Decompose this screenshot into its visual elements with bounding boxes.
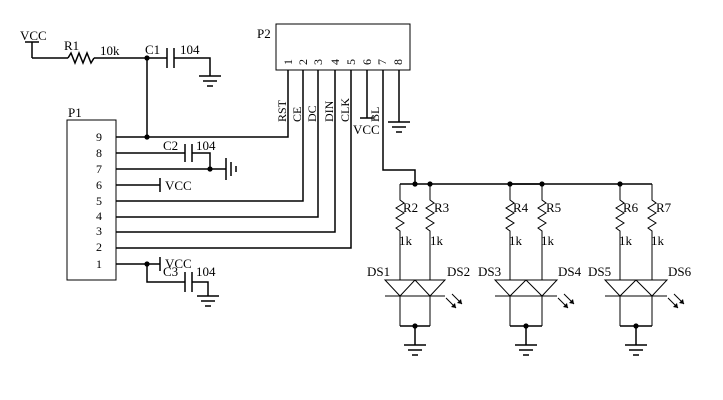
p2-signal-labels: RST CE DC DIN CLK BL	[275, 98, 382, 122]
vcc-symbol-top	[25, 41, 39, 58]
vcc-label-top: VCC	[20, 28, 47, 43]
r7-value: 1k	[651, 233, 665, 248]
p1-header	[66, 119, 117, 281]
p2-pin-7: 7	[375, 59, 389, 65]
ds2-ref: DS2	[447, 264, 470, 279]
c3-value: 104	[196, 264, 216, 279]
signal-rst: RST	[275, 99, 289, 122]
p1-pin-9: 9	[96, 130, 102, 144]
ds1-ref: DS1	[367, 264, 390, 279]
p1-pin-6: 6	[96, 178, 102, 192]
c2-ref: C2	[163, 138, 178, 153]
p1-pin-8: 8	[96, 146, 102, 160]
signal-ce: CE	[290, 107, 304, 122]
r1-resistor	[67, 50, 95, 66]
vcc-label-p2: VCC	[353, 122, 380, 137]
wire-ce	[116, 70, 304, 202]
signal-din: DIN	[322, 100, 336, 122]
ds6-ref: DS6	[668, 264, 692, 279]
wire-bl	[382, 70, 416, 184]
r2-value: 1k	[399, 233, 413, 248]
junction-c3	[144, 261, 150, 267]
p2-pin-8: 8	[391, 59, 405, 65]
r6-value: 1k	[619, 233, 633, 248]
r5-ref: R5	[546, 200, 561, 215]
r2-ref: R2	[403, 200, 418, 215]
c1-value: 104	[180, 42, 200, 57]
r1-value: 10k	[100, 43, 120, 58]
c1-capacitor	[166, 48, 175, 68]
ds3-ref: DS3	[478, 264, 501, 279]
r1-ref: R1	[64, 38, 79, 53]
p2-pin-numbers: 1 2 3 4 5 6 7 8	[281, 59, 405, 65]
c1-ref: C1	[145, 42, 160, 57]
wire-dc	[116, 70, 319, 218]
p2-pin-1: 1	[281, 59, 295, 65]
p1-pin-2: 2	[96, 240, 102, 254]
ground-c3	[197, 295, 219, 307]
p1-pin-1: 1	[96, 257, 102, 271]
p2-pin-6: 6	[360, 59, 374, 65]
signal-dc: DC	[305, 105, 319, 122]
r4-value: 1k	[509, 233, 523, 248]
p1-ref: P1	[68, 105, 82, 120]
led-group-2	[493, 183, 575, 356]
ds5-ref: DS5	[588, 264, 611, 279]
led-group-3	[603, 184, 685, 356]
r5-value: 1k	[541, 233, 555, 248]
r3-value: 1k	[430, 233, 444, 248]
wire-clk	[116, 70, 352, 249]
p2-pin-4: 4	[328, 59, 342, 65]
p2-pin-5: 5	[344, 59, 358, 65]
p1-pin-4: 4	[96, 209, 102, 223]
p2-pin-3: 3	[311, 59, 325, 65]
p2-header	[275, 23, 411, 71]
r3-ref: R3	[434, 200, 449, 215]
vcc-label-pin1: VCC	[165, 256, 192, 271]
p1-pin-7: 7	[96, 162, 102, 176]
ground-c2	[225, 158, 237, 180]
wire-rst	[116, 70, 289, 138]
ds4-ref: DS4	[558, 264, 582, 279]
junction-c2	[207, 166, 213, 172]
vcc-label-pin6: VCC	[165, 178, 192, 193]
p2-pin-2: 2	[296, 59, 310, 65]
r6-ref: R6	[623, 200, 639, 215]
signal-clk: CLK	[338, 98, 352, 122]
p1-pin-5: 5	[96, 194, 102, 208]
p2-ref: P2	[257, 26, 271, 41]
ground-p2	[388, 121, 410, 133]
signal-bl: BL	[368, 107, 382, 122]
r7-ref: R7	[656, 200, 672, 215]
r4-ref: R4	[513, 200, 529, 215]
c2-value: 104	[196, 138, 216, 153]
c3-capacitor	[184, 272, 193, 292]
p1-pin-3: 3	[96, 224, 102, 238]
wire-din	[116, 70, 336, 233]
ground-c1	[199, 75, 221, 87]
c3-ref: C3	[163, 264, 178, 279]
c2-capacitor	[184, 144, 193, 162]
p1-pin-numbers: 9 8 7 6 5 4 3 2 1	[96, 130, 102, 271]
led-group-1	[383, 183, 463, 356]
